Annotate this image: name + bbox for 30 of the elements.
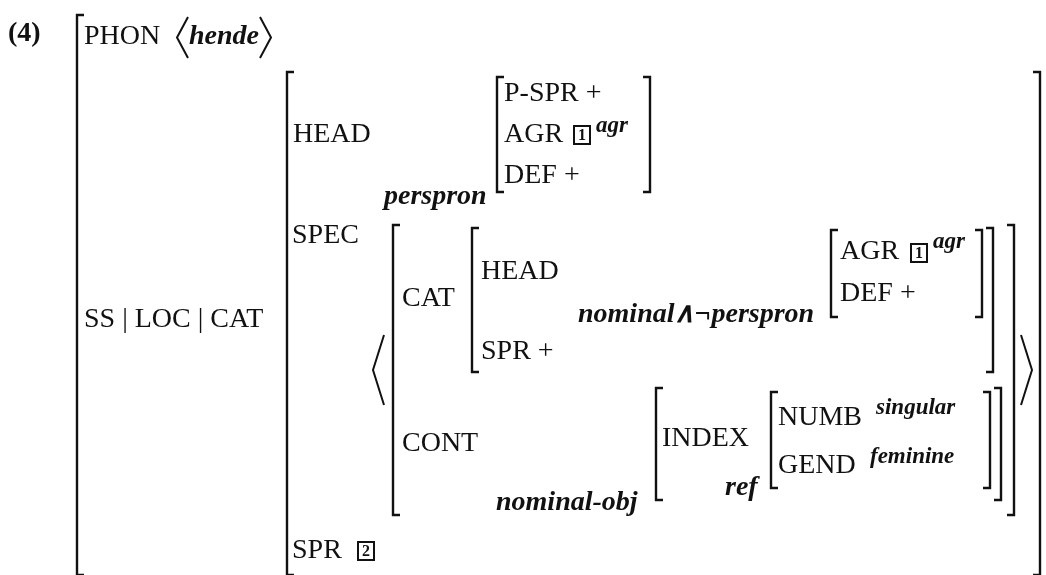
feature-name: SPR + (481, 336, 554, 364)
feature-name: SS | LOC | CAT (84, 304, 264, 332)
tag-box: 1 (910, 243, 928, 263)
type-label: hende (189, 21, 259, 49)
example-number: (4) (8, 18, 41, 46)
feature-name: AGR (504, 119, 564, 147)
value-text: feminine (870, 443, 955, 467)
feature-name: CONT (402, 428, 479, 456)
value-text: singular (876, 394, 956, 418)
value-text: agr (933, 228, 965, 252)
tag-box: 2 (357, 541, 375, 561)
feature-name: DEF + (504, 160, 580, 188)
value-text: agr (596, 112, 628, 136)
type-label: nominal-obj (496, 487, 638, 515)
feature-name: HEAD (481, 256, 559, 284)
feature-name: SPR (292, 535, 342, 563)
type-label: perspron (384, 181, 487, 209)
type-label: ref (725, 472, 758, 500)
feature-name: NUMB (778, 402, 862, 430)
feature-name: AGR (840, 236, 900, 264)
type-label: nominal∧¬perspron (578, 299, 815, 327)
feature-name: INDEX (662, 423, 750, 451)
feature-name: GEND (778, 450, 856, 478)
feature-name: HEAD (293, 119, 371, 147)
feature-name: DEF + (840, 278, 916, 306)
feature-name: SPEC (292, 220, 359, 248)
feature-name: CAT (402, 283, 455, 311)
tag-box: 1 (573, 125, 591, 145)
feature-name: P-SPR + (504, 78, 602, 106)
feature-name: PHON (84, 21, 161, 49)
